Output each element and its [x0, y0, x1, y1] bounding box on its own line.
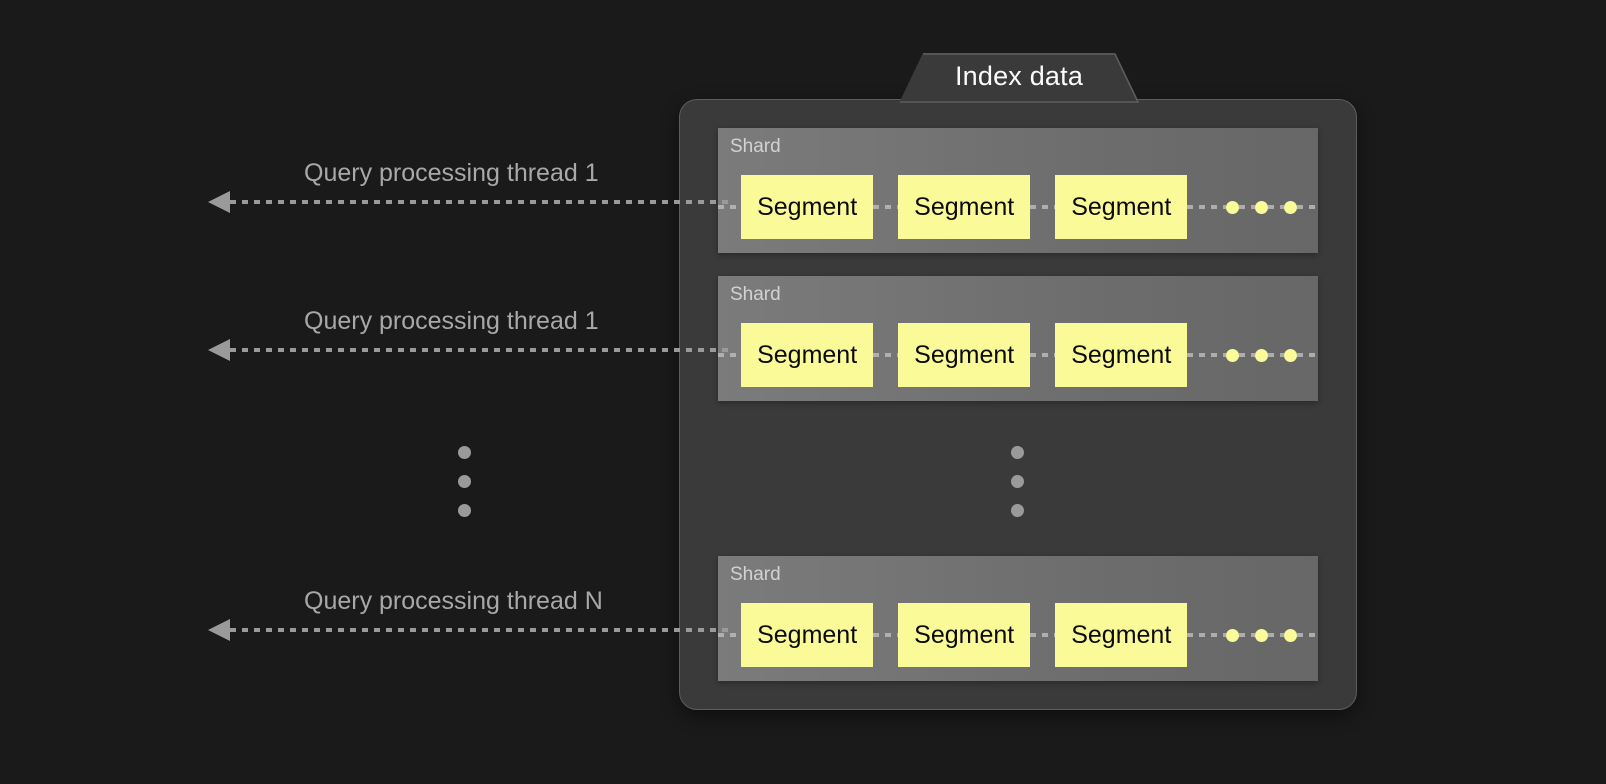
query-thread-label: Query processing thread 1 [304, 159, 599, 187]
segment-ellipsis-gap [1267, 353, 1284, 357]
segment-ellipsis-dot [1254, 628, 1268, 642]
segment-list: Segment Segment Segment [718, 603, 1318, 667]
segment-connector-line [1296, 633, 1318, 637]
segment-box[interactable]: Segment [741, 175, 874, 239]
segment-ellipsis-dot [1225, 348, 1239, 362]
segment-ellipsis-gap [1238, 353, 1255, 357]
segment-ellipsis-gap [1267, 205, 1284, 209]
segment-ellipsis-gap [1267, 633, 1284, 637]
segment-box[interactable]: Segment [741, 323, 874, 387]
segment-connector-line [1296, 353, 1318, 357]
segment-ellipsis-icon [1225, 200, 1297, 214]
shard-label: Shard [730, 136, 781, 157]
segment-list: Segment Segment Segment [718, 175, 1318, 239]
arrow-left-icon [208, 191, 230, 213]
shard-label: Shard [730, 284, 781, 305]
segment-connector-line [873, 205, 899, 209]
threads-vertical-ellipsis-icon [458, 446, 471, 517]
ellipsis-dot [458, 475, 471, 488]
shards-vertical-ellipsis-icon [1011, 446, 1024, 517]
query-thread-row: Query processing thread 1 [208, 306, 728, 366]
segment-ellipsis-dot [1283, 200, 1297, 214]
segment-connector-line [1187, 353, 1226, 357]
query-thread-row: Query processing thread 1 [208, 158, 728, 218]
query-thread-arrow-line [230, 200, 728, 204]
query-thread-arrow-line [230, 628, 728, 632]
segment-connector-line [1187, 205, 1226, 209]
segment-ellipsis-dot [1283, 348, 1297, 362]
segment-connector-line [1296, 205, 1318, 209]
segment-list: Segment Segment Segment [718, 323, 1318, 387]
shard-row: Shard Segment Segment Segment [718, 276, 1318, 401]
segment-box[interactable]: Segment [898, 175, 1031, 239]
segment-ellipsis-dot [1283, 628, 1297, 642]
shard-label: Shard [730, 564, 781, 585]
segment-connector-line [873, 633, 899, 637]
segment-ellipsis-icon [1225, 348, 1297, 362]
segment-ellipsis-dot [1254, 200, 1268, 214]
segment-ellipsis-gap [1238, 633, 1255, 637]
arrow-left-icon [208, 619, 230, 641]
query-thread-label: Query processing thread 1 [304, 307, 599, 335]
segment-connector-line [718, 353, 742, 357]
segment-box[interactable]: Segment [1055, 323, 1188, 387]
shard-row: Shard Segment Segment Segment [718, 128, 1318, 253]
index-data-title-tab: Index data [899, 53, 1139, 103]
query-thread-arrow-line [230, 348, 728, 352]
ellipsis-dot [1011, 504, 1024, 517]
segment-connector-line [1030, 205, 1056, 209]
segment-connector-line [1030, 633, 1056, 637]
segment-connector-line [1030, 353, 1056, 357]
ellipsis-dot [458, 504, 471, 517]
segment-ellipsis-gap [1238, 205, 1255, 209]
segment-ellipsis-dot [1225, 200, 1239, 214]
shard-row: Shard Segment Segment Segment [718, 556, 1318, 681]
segment-ellipsis-icon [1225, 628, 1297, 642]
segment-connector-line [1187, 633, 1226, 637]
segment-ellipsis-dot [1225, 628, 1239, 642]
segment-box[interactable]: Segment [1055, 175, 1188, 239]
ellipsis-dot [458, 446, 471, 459]
segment-box[interactable]: Segment [898, 323, 1031, 387]
query-thread-row: Query processing thread N [208, 586, 728, 646]
query-thread-label: Query processing thread N [304, 587, 603, 615]
page-title: Index data [954, 61, 1084, 91]
arrow-left-icon [208, 339, 230, 361]
segment-box[interactable]: Segment [1055, 603, 1188, 667]
segment-ellipsis-dot [1254, 348, 1268, 362]
segment-connector-line [718, 205, 742, 209]
segment-connector-line [873, 353, 899, 357]
segment-box[interactable]: Segment [741, 603, 874, 667]
segment-box[interactable]: Segment [898, 603, 1031, 667]
segment-connector-line [718, 633, 742, 637]
ellipsis-dot [1011, 475, 1024, 488]
ellipsis-dot [1011, 446, 1024, 459]
